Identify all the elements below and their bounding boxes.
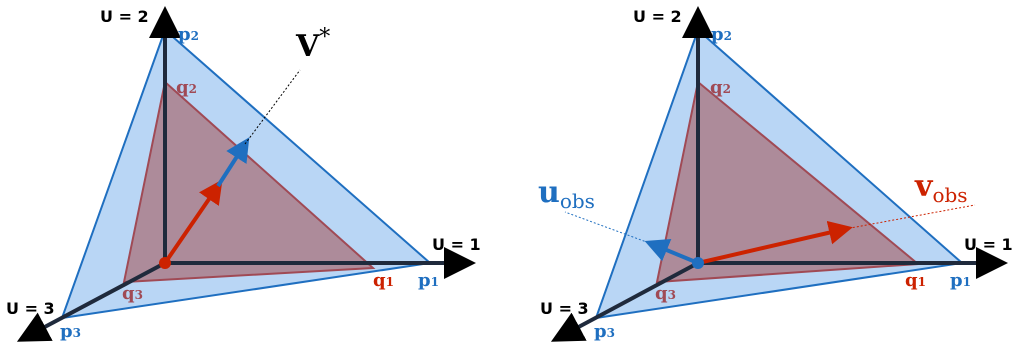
- axis-label-u3: U = 3: [6, 299, 55, 318]
- label-p2: p2: [711, 24, 732, 45]
- red-vector: [163, 179, 223, 265]
- label-p3: p3: [594, 321, 615, 342]
- origin-dot: [159, 257, 171, 269]
- label-p3: p3: [60, 321, 81, 342]
- axis-u3: [550, 261, 699, 342]
- v-obs-label: vobs: [914, 169, 968, 207]
- label-q3: q3: [122, 283, 143, 304]
- label-q1: q1: [373, 270, 394, 291]
- axis-u3: [16, 261, 166, 342]
- label-q3: q3: [655, 283, 676, 304]
- axis-label-u1: U = 1: [432, 235, 481, 254]
- u-obs-leader: [564, 211, 653, 245]
- label-q2: q2: [710, 77, 731, 98]
- v-star-label: V*: [295, 25, 330, 64]
- v-star-leader: [244, 69, 301, 145]
- label-q1: q1: [905, 270, 926, 291]
- u-obs-label: uobs: [538, 175, 595, 213]
- axis-label-u2: U = 2: [633, 7, 682, 26]
- origin-dot: [692, 257, 704, 269]
- axis-label-u3: U = 3: [540, 299, 589, 318]
- label-q2: q2: [176, 77, 197, 98]
- axis-label-u1: U = 1: [964, 235, 1013, 254]
- label-p1: p1: [950, 270, 971, 291]
- u-obs-vector: [644, 239, 699, 265]
- axis-label-u2: U = 2: [100, 7, 149, 26]
- label-p2: p2: [178, 24, 199, 45]
- label-p1: p1: [418, 270, 439, 291]
- blue-vector: [216, 137, 250, 188]
- v-obs-vector: [697, 220, 853, 265]
- left-panel: U = 2 U = 1 U = 3 p2 q2 p1 q1 q3 p3 V*: [6, 6, 481, 342]
- right-panel: U = 2 U = 1 U = 3 p2 q2 p1 q1 q3 p3 uobs…: [538, 6, 1013, 342]
